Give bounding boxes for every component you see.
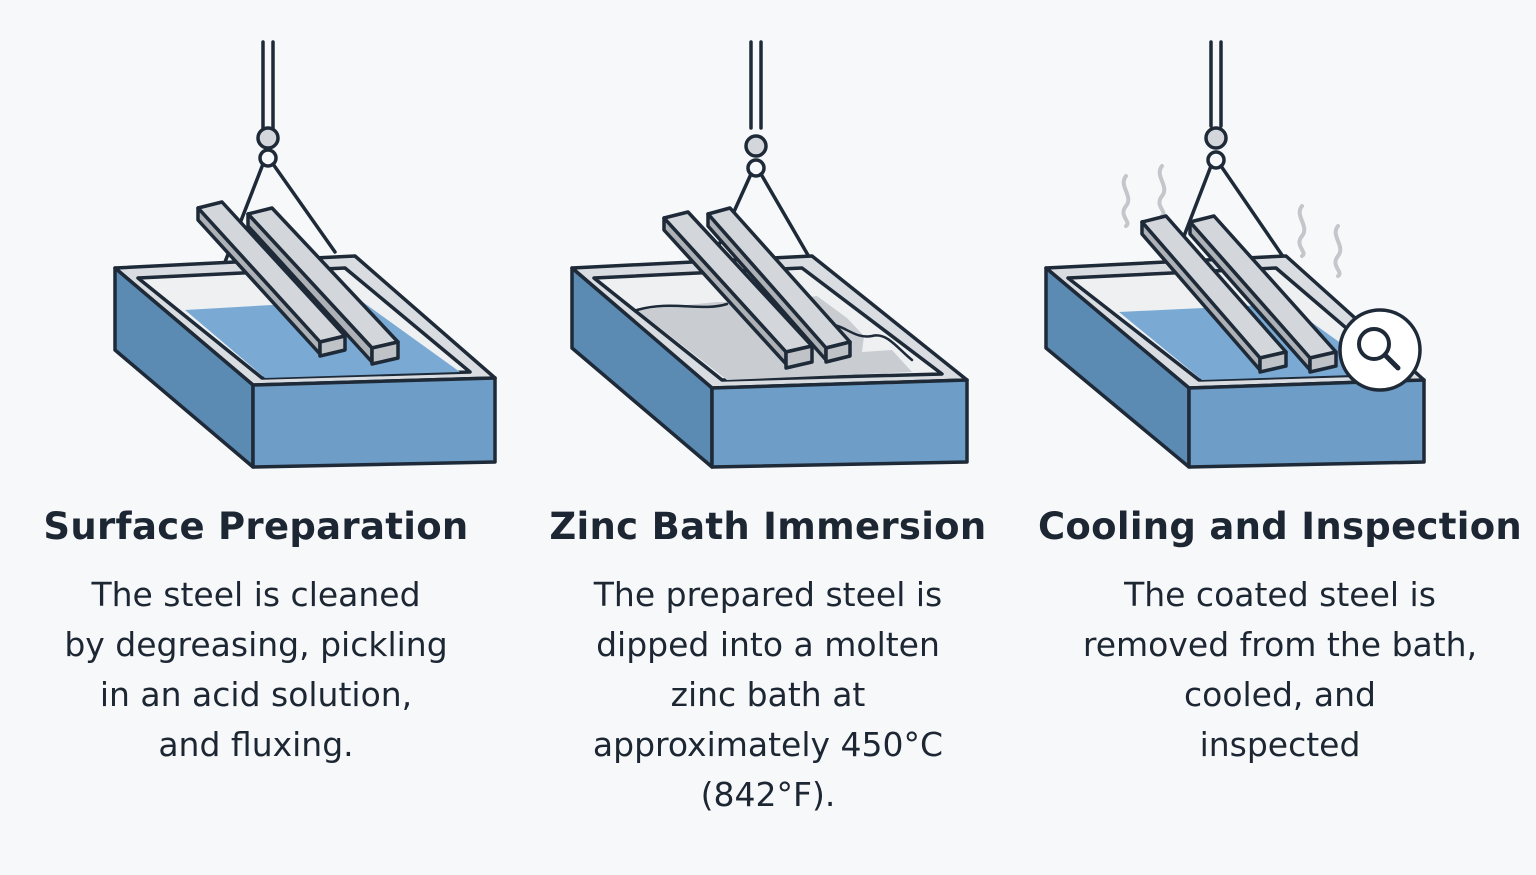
steel-beams: [1140, 214, 1338, 374]
steel-beams: [196, 200, 400, 366]
cooling-bath-illustration: [1044, 40, 1426, 469]
steel-beams: [662, 206, 852, 370]
zinc-bath-illustration: [570, 40, 969, 469]
step-description: The prepared steel is dipped into a molt…: [592, 575, 944, 814]
step-title: Cooling and Inspection: [1037, 505, 1523, 548]
magnifier-icon: [1338, 308, 1422, 392]
steam-icon: [1121, 164, 1343, 278]
step-description: The steel is cleaned by degreasing, pick…: [64, 575, 448, 764]
step-surface-preparation: Surface Preparation The steel is cleaned…: [0, 0, 512, 875]
step-description: The coated steel is removed from the bat…: [1082, 575, 1478, 764]
step-zinc-bath-immersion: Zinc Bath Immersion The prepared steel i…: [512, 0, 1024, 875]
step-cooling-and-inspection: Cooling and Inspection The coated steel …: [1024, 0, 1536, 875]
crane-hook-icon: [223, 40, 337, 264]
acid-bath-illustration: [113, 40, 497, 469]
step-title: Zinc Bath Immersion: [549, 505, 987, 548]
step-title: Surface Preparation: [43, 505, 469, 548]
